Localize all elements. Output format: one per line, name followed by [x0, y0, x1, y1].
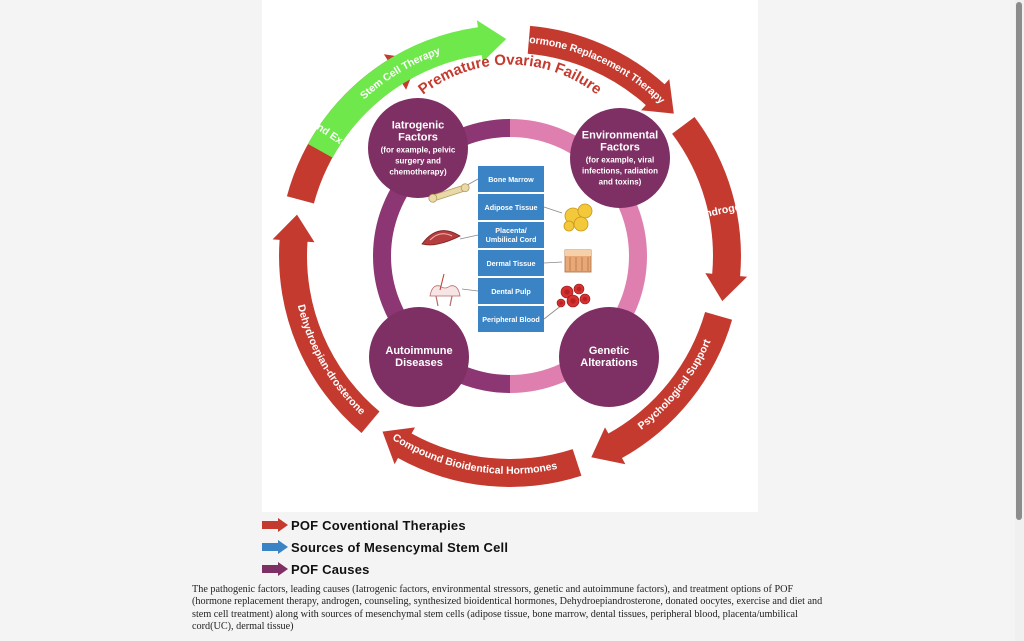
tissue-illustrations: [421, 178, 593, 320]
arrow-hormone-replacement-therapy: [527, 25, 674, 114]
legend-item-causes: POF Causes: [262, 558, 758, 580]
legend-label: POF Causes: [291, 561, 370, 577]
source-label: Bone Marrow: [488, 175, 534, 184]
arrow-dehydroepiandrosterone: [272, 214, 380, 433]
cause-genetic-alterations-circle: [559, 307, 659, 407]
fat-cell: [563, 220, 575, 232]
right-arrow-icon: [262, 540, 288, 554]
pof-diagram: Premature Ovarian Failure Hormone Replac…: [272, 20, 748, 487]
bone-end: [428, 193, 438, 203]
connector-line: [461, 288, 479, 292]
figure-caption: The pathogenic factors, leading causes (…: [192, 584, 823, 633]
cause-iatrogenic-factors-circle: [368, 98, 468, 198]
arrow-compound-bioidentical-hormones: [382, 427, 582, 487]
cause-autoimmune-diseases-circle: [369, 307, 469, 407]
arrow-stem-cell-therapy: [308, 20, 507, 158]
bone-icon: [428, 183, 470, 203]
source-box: Peripheral Blood: [478, 306, 544, 332]
therapy-ring: [272, 20, 748, 487]
dermal-tissue-icon: [564, 249, 592, 273]
legend-arrow-shape: [262, 518, 288, 532]
red-blood-cell-center: [582, 296, 588, 302]
cause-title-line: Autoimmune: [385, 345, 452, 357]
connector-line: [543, 261, 563, 264]
cause-detail-line: infections, radiation: [582, 167, 658, 176]
bone-end: [460, 183, 470, 193]
source-label: Peripheral Blood: [482, 315, 540, 324]
arrow-psychological-support: [591, 312, 733, 465]
legend-item-therapies: POF Coventional Therapies: [262, 514, 758, 536]
source-label: Adipose Tissue: [485, 203, 538, 212]
connector-line: [459, 234, 479, 240]
source-box-bg: [478, 194, 544, 220]
cause-title-line: Genetic: [589, 345, 629, 357]
source-box-bg: [478, 306, 544, 332]
legend-label: POF Coventional Therapies: [291, 517, 466, 533]
cause-title-line: Iatrogenic: [392, 120, 445, 132]
legend-arrow-shape: [262, 562, 288, 576]
legend: POF Coventional Therapies Sources of Mes…: [262, 514, 758, 580]
fat-cell: [577, 203, 593, 219]
legend-label: Sources of Mesencymal Stem Cell: [291, 539, 509, 555]
source-box-bg: [478, 222, 544, 248]
tooth-icon: [429, 273, 461, 307]
cause-title-line: Alterations: [580, 357, 637, 369]
cause-detail-line: surgery and: [395, 157, 441, 166]
red-blood-cell-center: [570, 298, 576, 304]
cause-title-line: Environmental: [582, 130, 658, 142]
adipose-icon: [563, 203, 593, 232]
scrollbar-thumb[interactable]: [1016, 2, 1022, 520]
arrow-androgen: [672, 117, 748, 302]
right-arrow-icon: [262, 518, 288, 532]
red-blood-cell-center: [564, 289, 570, 295]
cause-title-line: Factors: [600, 142, 640, 154]
right-arrow-icon: [262, 562, 288, 576]
source-label: Umbilical Cord: [486, 235, 537, 244]
vertical-scrollbar[interactable]: [1015, 0, 1024, 641]
fat-cell: [573, 216, 589, 232]
source-label: Dermal Tissue: [486, 259, 535, 268]
legend-item-sources: Sources of Mesencymal Stem Cell: [262, 536, 758, 558]
connector-line: [543, 206, 563, 214]
cause-detail-line: (for example, pelvic: [381, 146, 456, 155]
cause-detail-line: and toxins): [599, 178, 642, 187]
source-box: Dental Pulp: [478, 278, 544, 304]
source-box: Placenta/Umbilical Cord: [478, 222, 544, 248]
source-label: Placenta/: [495, 226, 527, 235]
cause-detail-line: chemotherapy): [389, 168, 447, 177]
cause-title-line: Diseases: [395, 357, 443, 369]
source-box-bg: [478, 166, 544, 192]
source-box-bg: [478, 278, 544, 304]
red-blood-cell-center: [559, 301, 563, 305]
source-box: Bone Marrow: [478, 166, 544, 192]
cause-title-line: Factors: [398, 132, 438, 144]
legend-arrow-shape: [262, 540, 288, 554]
tooth-crown: [429, 285, 461, 297]
source-box-bg: [478, 250, 544, 276]
skin-surface: [565, 250, 591, 256]
source-box: Dermal Tissue: [478, 250, 544, 276]
blood-cells-icon: [556, 283, 591, 308]
figure-panel: Premature Ovarian Failure Hormone Replac…: [262, 0, 758, 512]
red-blood-cell-center: [576, 286, 582, 292]
tooth-root: [435, 295, 453, 307]
placenta-icon: [421, 230, 461, 246]
source-box: Adipose Tissue: [478, 194, 544, 220]
pulp-needle: [439, 273, 445, 291]
source-label: Dental Pulp: [491, 287, 531, 296]
cause-detail-line: (for example, viral: [586, 156, 654, 165]
placenta-body: [421, 230, 461, 246]
placenta-vein: [429, 233, 453, 241]
cause-environmental-factors-circle: [570, 108, 670, 208]
connector-line: [543, 304, 563, 320]
